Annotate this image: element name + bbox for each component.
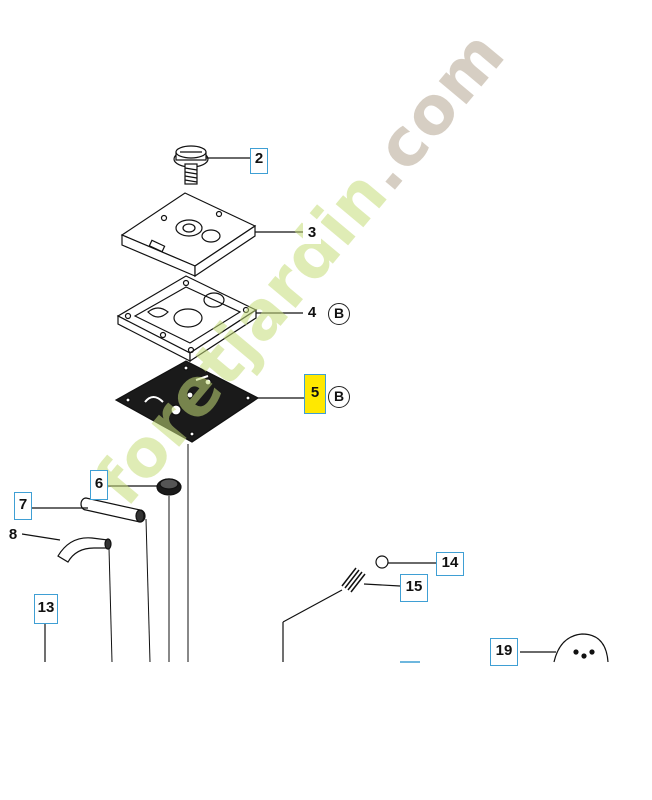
spring-part[interactable] [341,567,366,593]
callout-5[interactable]: 5 [304,374,326,414]
screw-part[interactable] [173,145,209,185]
callout-6[interactable]: 6 [90,470,108,500]
diaphragm-part[interactable] [114,360,260,443]
callout-4[interactable]: 4 [303,302,321,324]
callout-13[interactable]: 13 [34,594,58,624]
cover-part[interactable] [120,192,257,278]
bent-hose-part[interactable] [57,537,112,563]
pump-body-part[interactable] [116,275,258,363]
badge-b-5: B [328,386,350,408]
callout-15[interactable]: 15 [400,574,428,602]
badge-b-4: B [328,303,350,325]
callout-8[interactable]: 8 [4,524,22,548]
straight-hose-part[interactable] [80,497,146,523]
seal-part[interactable] [156,478,182,496]
callout-19[interactable]: 19 [490,638,518,666]
disc-part[interactable] [553,633,609,663]
callout-7[interactable]: 7 [14,492,32,520]
o-ring-part[interactable] [375,555,389,569]
callout-3[interactable]: 3 [303,222,321,244]
callout-14[interactable]: 14 [436,552,464,576]
callout-2[interactable]: 2 [250,148,268,174]
